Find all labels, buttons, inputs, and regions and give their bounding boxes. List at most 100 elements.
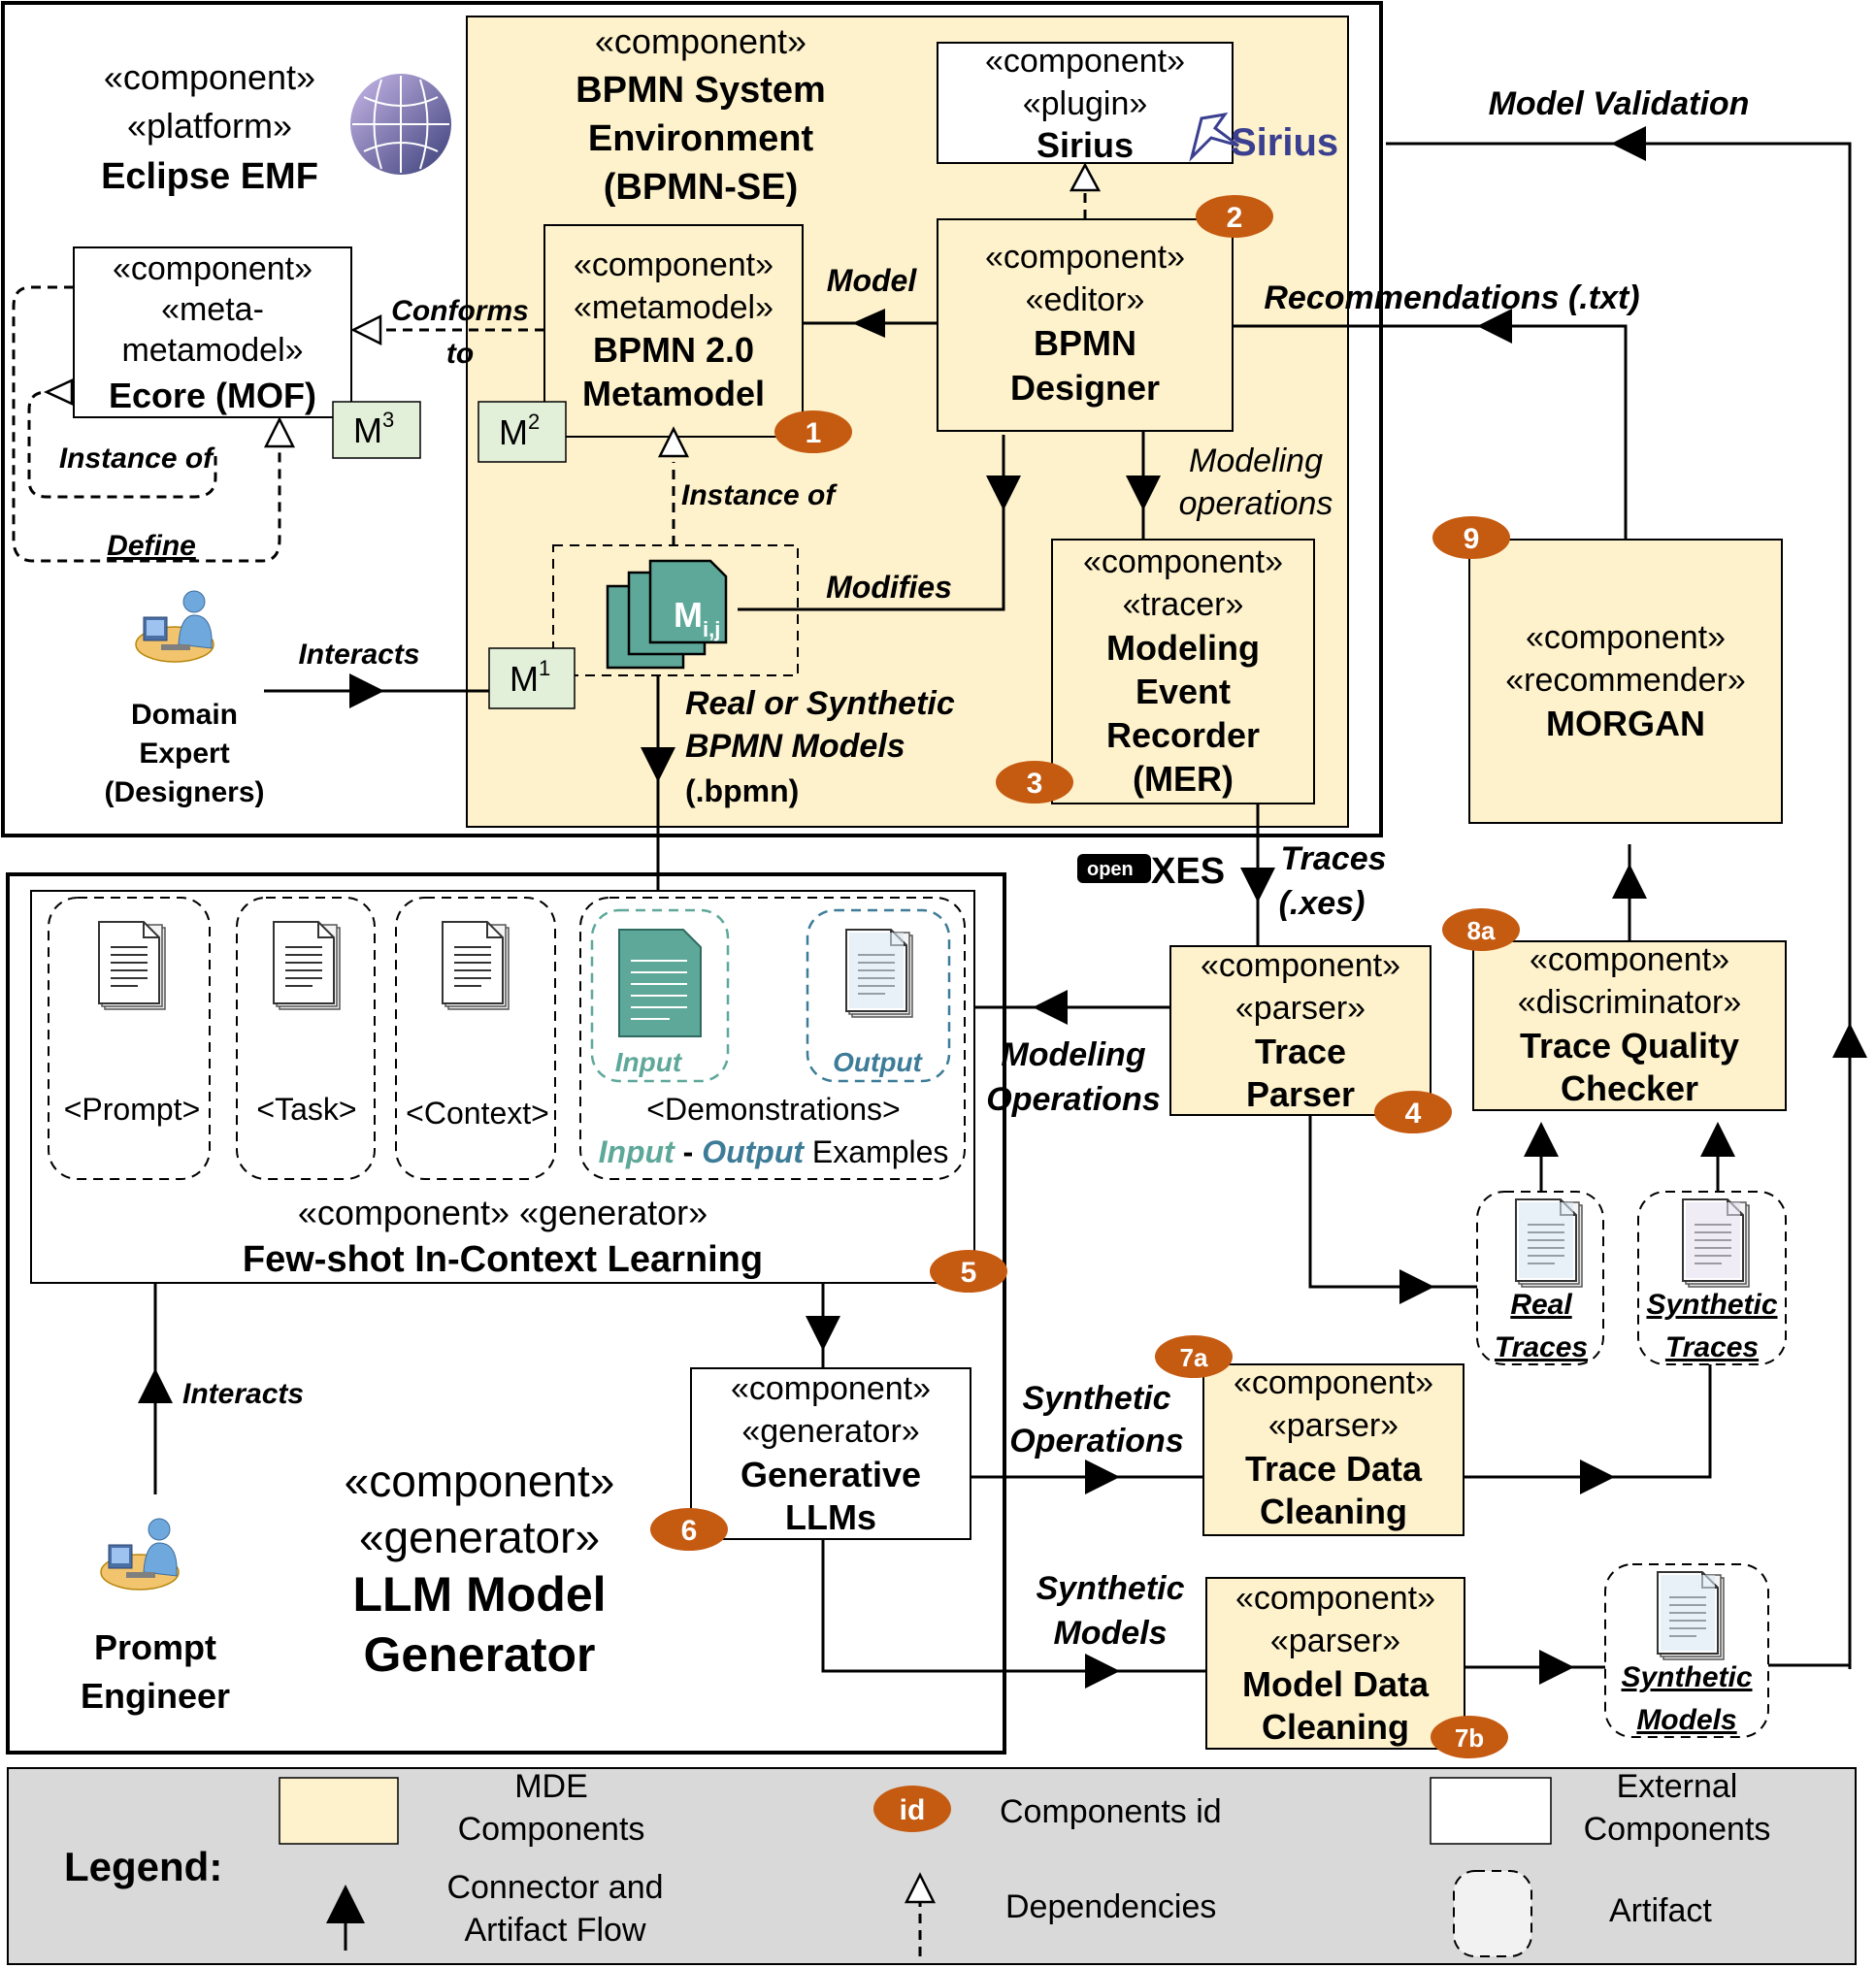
ecore-component	[73, 246, 352, 418]
hollow-arrowheads	[44, 162, 1102, 458]
m1-label: M1	[510, 656, 550, 699]
edge-modeling-operations-2: operations	[1179, 485, 1333, 522]
badge-7a-shape	[1155, 1335, 1233, 1378]
legend-mde-swatch	[279, 1777, 399, 1845]
prompt-engineer-label1: Prompt	[94, 1627, 216, 1667]
badge-2-shape	[1196, 195, 1273, 238]
input-label: Input	[615, 1047, 683, 1077]
badge-1: 1	[806, 417, 822, 449]
badges: 1 2 3 4 5 6 7a 7b 8a 9	[650, 195, 1520, 1758]
ecore-stereo1: «component»	[113, 250, 313, 287]
llms-title1: Generative	[741, 1455, 921, 1494]
legend-connector-arrow	[326, 1885, 365, 1951]
badge-5: 5	[961, 1257, 977, 1289]
m2-label: M2	[499, 410, 540, 452]
context-artifact	[395, 897, 556, 1180]
input-example-artifact	[590, 908, 730, 1083]
mer-stereo1: «component»	[1083, 543, 1283, 580]
edge-model-validation: Model Validation	[1489, 85, 1750, 122]
badge-7b-shape	[1431, 1716, 1508, 1758]
badge-9-shape	[1432, 516, 1510, 559]
checker-stereo1: «component»	[1530, 941, 1729, 978]
trace-cleaning-stereo1: «component»	[1234, 1364, 1433, 1401]
designer-title2: Designer	[1010, 368, 1160, 408]
task-doc-icon	[273, 921, 341, 1010]
morgan-component	[1468, 539, 1783, 824]
checker-stereo2: «discriminator»	[1518, 984, 1742, 1021]
legend-components-id: Components id	[1000, 1793, 1222, 1830]
edge-traces-2: (.xes)	[1279, 885, 1366, 922]
llms-title2: LLMs	[785, 1497, 876, 1537]
bpmn-models-stack-icon	[606, 559, 728, 670]
trace-quality-checker-component	[1472, 940, 1787, 1111]
edge-traces-1: Traces	[1280, 840, 1386, 877]
edge-synthetic-models-2: Models	[1053, 1615, 1167, 1652]
checker-title2: Checker	[1561, 1068, 1698, 1108]
legend-id-badge	[873, 1786, 951, 1832]
m3-label: M3	[353, 408, 394, 450]
synthetic-traces-label2: Traces	[1665, 1331, 1759, 1363]
model-cleaning-title2: Cleaning	[1262, 1707, 1409, 1747]
edge-instance-of-ecore: Instance of	[59, 443, 215, 475]
demonstrations-artifact	[579, 897, 966, 1180]
legend-connector-1: Connector and	[446, 1869, 663, 1906]
synthetic-traces-label1: Synthetic	[1646, 1289, 1777, 1321]
sirius-logo: Sirius	[1189, 112, 1338, 164]
sirius-title: Sirius	[1037, 125, 1134, 165]
edge-interacts-expert: Interacts	[298, 639, 419, 671]
domain-expert-label3: (Designers)	[104, 776, 264, 808]
openxes-xes-label: XES	[1151, 851, 1225, 892]
trace-parser-stereo1: «component»	[1201, 947, 1400, 984]
badge-3-shape	[996, 761, 1073, 804]
morgan-stereo2: «recommender»	[1505, 662, 1746, 699]
badge-8a-shape	[1442, 908, 1520, 951]
mer-stereo2: «tracer»	[1123, 586, 1244, 623]
llm-generator-stereo2: «generator»	[359, 1512, 600, 1562]
model-instance-label: Mi,j	[674, 595, 720, 641]
metamodel-title2: Metamodel	[582, 374, 765, 413]
few-shot-title: Few-shot In-Context Learning	[243, 1239, 763, 1280]
morgan-title: MORGAN	[1546, 704, 1705, 743]
edge-recommendations: Recommendations (.txt)	[1264, 279, 1639, 316]
real-traces-label1: Real	[1510, 1289, 1572, 1321]
metamodel-stereo1: «component»	[574, 246, 773, 283]
sirius-component	[937, 42, 1234, 164]
model-cleaning-stereo1: «component»	[1235, 1580, 1435, 1617]
model-data-cleaning-component	[1205, 1577, 1465, 1750]
trace-data-cleaning-component	[1202, 1363, 1465, 1536]
trace-parser-stereo2: «parser»	[1235, 990, 1366, 1027]
mer-title2: Event	[1135, 672, 1231, 711]
synthetic-models-label1: Synthetic	[1621, 1661, 1752, 1693]
edge-model: Model	[827, 263, 918, 298]
trace-cleaning-title2: Cleaning	[1260, 1492, 1407, 1531]
badge-4: 4	[1405, 1098, 1422, 1130]
legend-external-swatch	[1430, 1777, 1552, 1845]
badge-6: 6	[681, 1515, 698, 1547]
trace-parser-component	[1169, 945, 1432, 1116]
eclipse-emf-title: Eclipse EMF	[101, 156, 318, 197]
trace-parser-title2: Parser	[1246, 1074, 1355, 1114]
demonstrations-label: <Demonstrations>	[646, 1092, 900, 1127]
legend-mde-1: MDE	[514, 1768, 588, 1805]
mer-title1: Modeling	[1106, 628, 1260, 668]
eclipse-emf-stereo1: «component»	[104, 57, 315, 97]
sirius-stereo2: «plugin»	[1023, 85, 1148, 122]
llms-stereo2: «generator»	[741, 1413, 919, 1450]
designer-title1: BPMN	[1034, 323, 1136, 363]
task-artifact	[236, 897, 376, 1180]
badge-6-shape	[650, 1508, 728, 1551]
llm-generator-stereo1: «component»	[345, 1456, 615, 1506]
badge-3: 3	[1027, 768, 1043, 800]
badge-5-shape	[930, 1250, 1007, 1293]
bpmn-metamodel-component	[543, 224, 804, 438]
metamodel-title1: BPMN 2.0	[593, 330, 754, 370]
synthetic-models-label2: Models	[1636, 1704, 1736, 1736]
few-shot-stereo: «component» «generator»	[298, 1193, 708, 1232]
mer-title4: (MER)	[1133, 759, 1234, 799]
synthetic-traces-doc-tint	[1686, 1202, 1740, 1278]
ecore-stereo3: metamodel»	[121, 332, 303, 369]
legend-mde-2: Components	[458, 1811, 645, 1848]
sirius-logo-text: Sirius	[1231, 121, 1338, 164]
output-label: Output	[833, 1047, 923, 1077]
llm-generator-title2: Generator	[364, 1627, 596, 1682]
